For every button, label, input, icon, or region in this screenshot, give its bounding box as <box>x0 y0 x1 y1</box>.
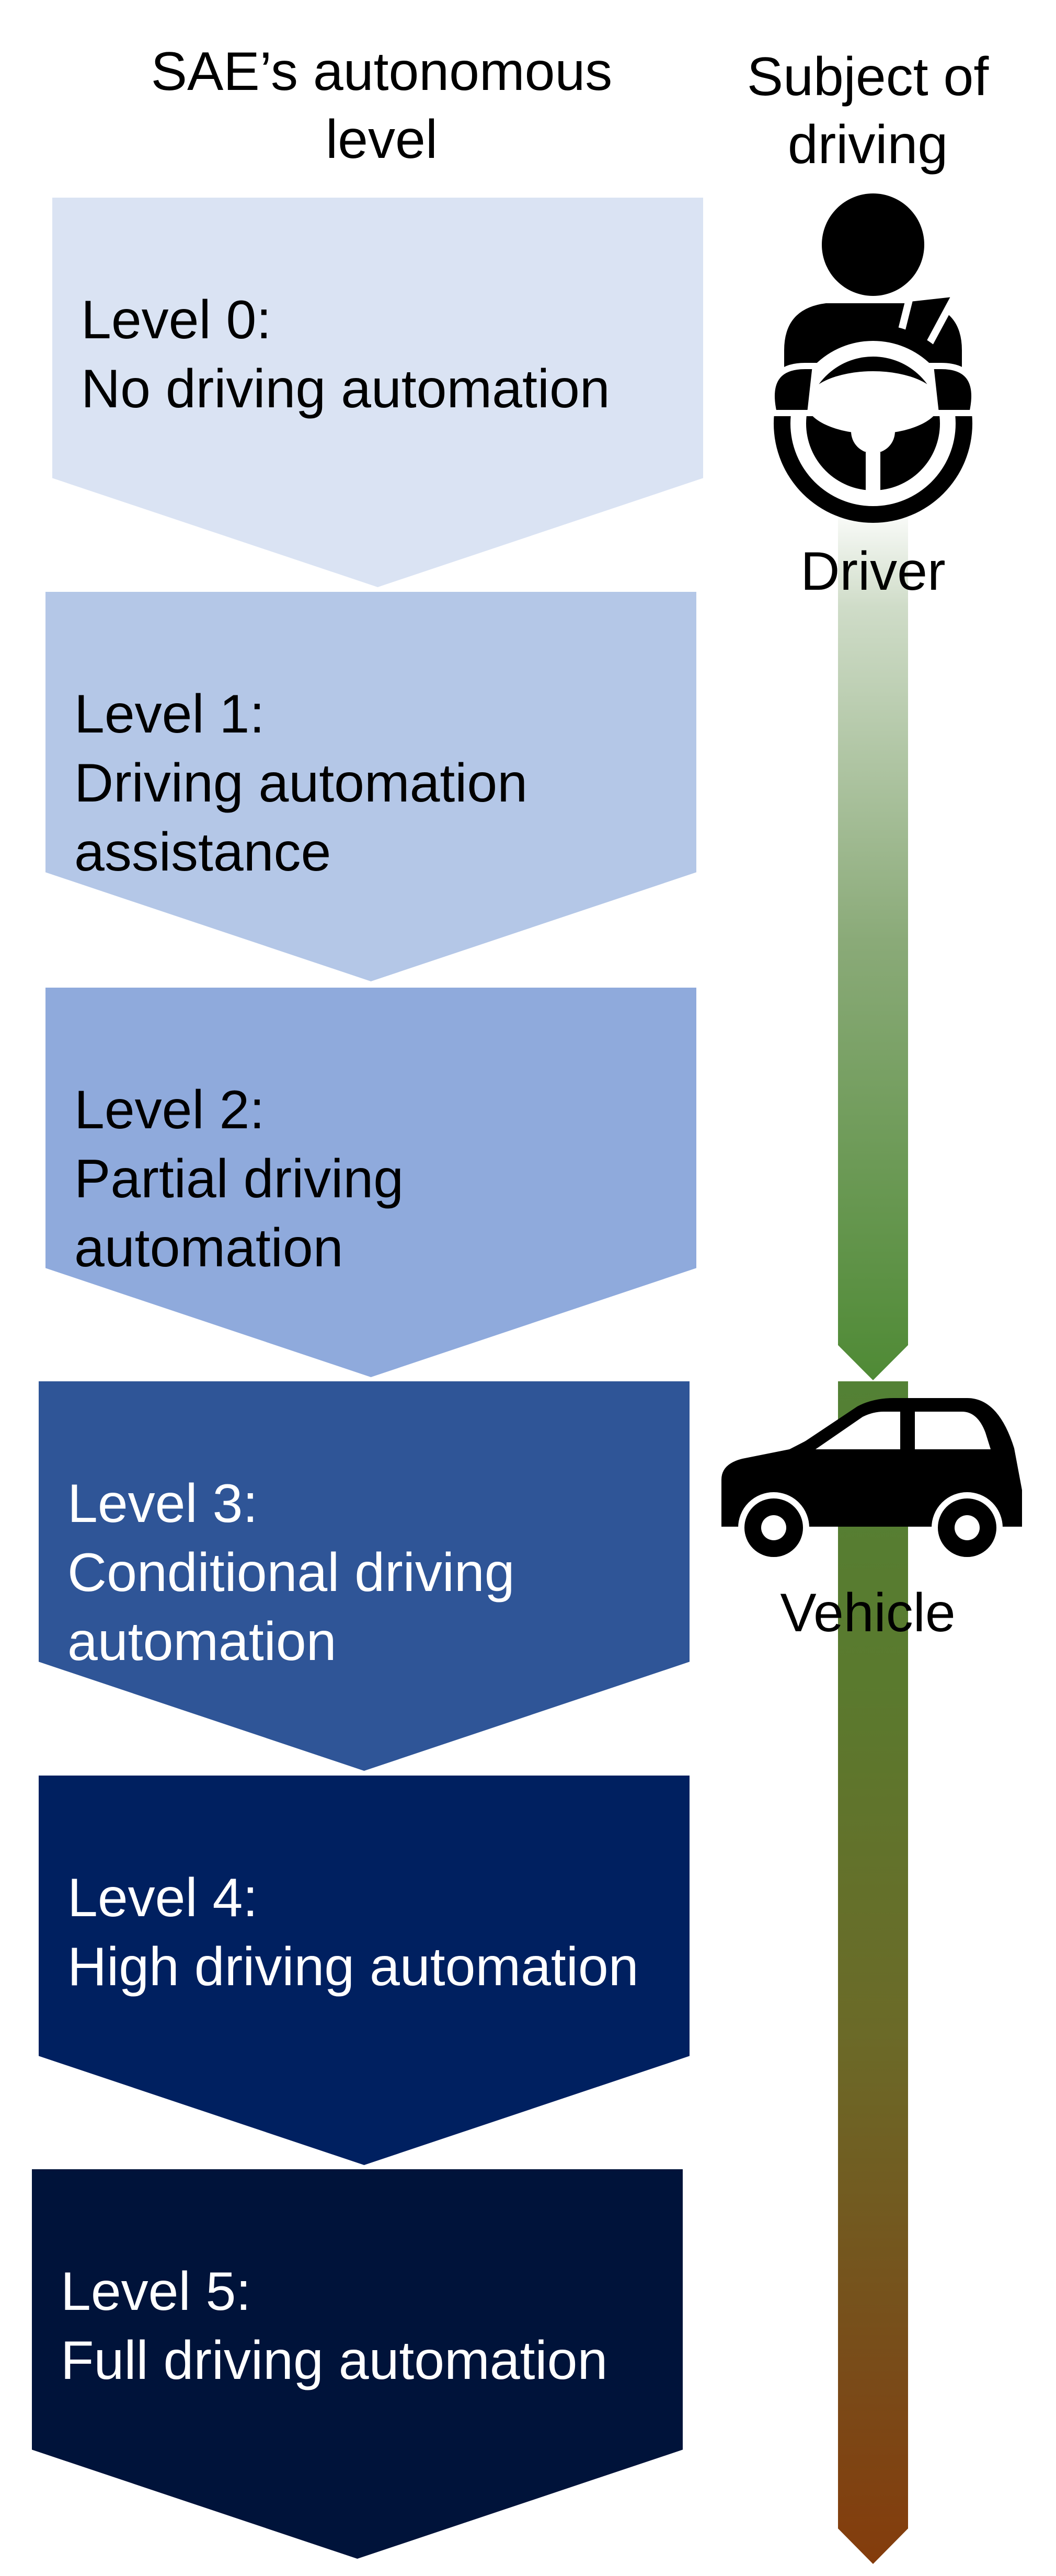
level-3-description-line-2: automation <box>67 1611 337 1672</box>
level-3-block: Level 3: Conditional driving automation <box>39 1381 690 1771</box>
level-4-block: Level 4: High driving automation <box>39 1776 690 2165</box>
level-2-text: Level 2: Partial driving automation <box>74 1075 404 1283</box>
level-5-block: Level 5: Full driving automation <box>32 2169 683 2559</box>
level-4-text: Level 4: High driving automation <box>67 1863 639 2001</box>
driver-steering-wheel-icon <box>768 193 978 523</box>
level-2-block: Level 2: Partial driving automation <box>45 988 696 1377</box>
vehicle-label: Vehicle <box>780 1583 956 1643</box>
level-5-description: Full driving automation <box>61 2330 608 2391</box>
level-5-title: Level 5: <box>61 2261 251 2322</box>
level-1-text: Level 1: Driving automation assistance <box>74 680 527 887</box>
level-0-title: Level 0: <box>81 290 272 350</box>
level-1-description-line-1: Driving automation <box>74 753 528 814</box>
subject-column-header: Subject of driving <box>695 43 1040 179</box>
level-3-title: Level 3: <box>67 1473 258 1534</box>
driver-label: Driver <box>800 541 946 602</box>
subject-header-line-1: Subject of <box>747 47 989 107</box>
level-2-description-line-2: automation <box>74 1218 343 1278</box>
level-3-text: Level 3: Conditional driving automation <box>67 1469 515 1676</box>
level-4-title: Level 4: <box>67 1868 258 1928</box>
levels-column-header: SAE’s autonomous level <box>73 38 690 174</box>
level-4-description: High driving automation <box>67 1937 639 1997</box>
level-0-text: Level 0: No driving automation <box>81 285 610 423</box>
level-2-description-line-1: Partial driving <box>74 1149 404 1209</box>
level-1-description-line-2: assistance <box>74 822 331 883</box>
level-2-title: Level 2: <box>74 1080 265 1140</box>
level-0-block: Level 0: No driving automation <box>52 198 703 587</box>
level-1-block: Level 1: Driving automation assistance <box>45 592 696 981</box>
levels-header-line-1: SAE’s autonomous <box>151 41 613 102</box>
car-icon <box>721 1398 1022 1563</box>
level-5-text: Level 5: Full driving automation <box>61 2257 607 2395</box>
level-0-description: No driving automation <box>81 359 610 419</box>
vehicle-subject-bar <box>838 1381 908 2564</box>
level-3-description-line-1: Conditional driving <box>67 1542 515 1603</box>
level-1-title: Level 1: <box>74 684 265 745</box>
subject-header-line-2: driving <box>787 115 948 175</box>
levels-header-line-2: level <box>326 109 438 170</box>
driver-subject-bar <box>838 502 908 1380</box>
